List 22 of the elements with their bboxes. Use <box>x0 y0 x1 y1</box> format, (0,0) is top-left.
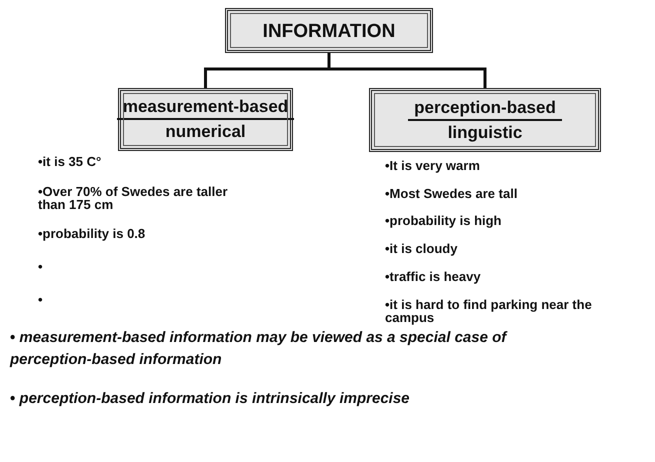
list-item: •probability is 0.8 <box>38 227 146 240</box>
box-label: linguistic <box>448 122 522 142</box>
list-item: •Over 70% of Swedes are taller than 175 cm <box>38 185 229 211</box>
tree-connector <box>328 53 486 88</box>
list-item: • <box>38 293 44 306</box>
box-label: INFORMATION <box>262 20 396 42</box>
category-box <box>225 8 433 53</box>
list-item: •It is very warm <box>385 159 481 172</box>
list-item: •probability is high <box>385 214 502 227</box>
category-box <box>369 88 601 152</box>
category-box <box>118 88 293 151</box>
list-item: •it is hard to find parking near the campus <box>385 298 593 324</box>
box-heading: measurement-based <box>116 97 294 120</box>
box-heading: perception-based <box>408 98 562 120</box>
list-item: •it is 35 C° <box>38 155 102 168</box>
box-label: numerical <box>165 121 246 142</box>
note-text: • measurement-based information may be viewed as a special case of perception-based information <box>10 328 508 370</box>
list-item: •traffic is heavy <box>385 270 482 283</box>
list-item: •it is cloudy <box>385 242 458 255</box>
note-text: • perception-based information is intrinsically imprecise <box>10 389 411 409</box>
list-item: •Most Swedes are tall <box>385 187 518 200</box>
list-item: • <box>38 260 44 273</box>
